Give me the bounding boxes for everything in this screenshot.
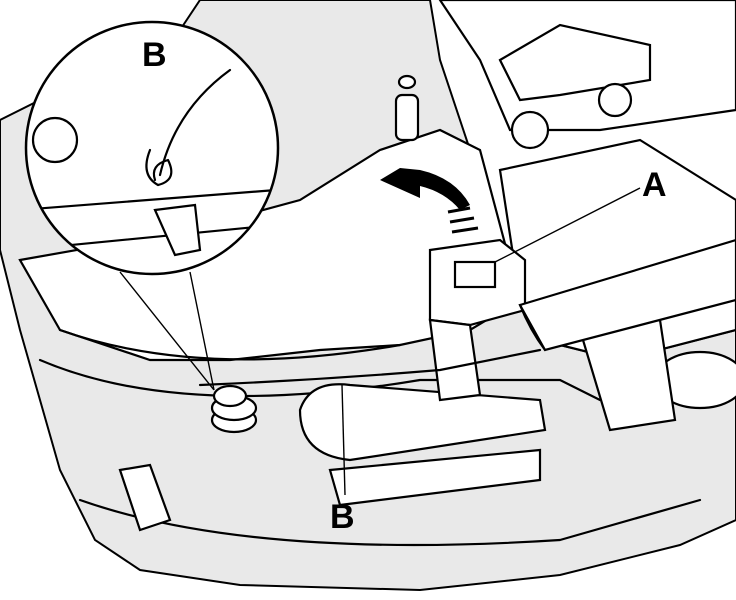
wire bbox=[198, 348, 542, 387]
channel-slot bbox=[298, 383, 547, 462]
detail-callout bbox=[24, 20, 280, 276]
label-b-detail: B bbox=[142, 36, 167, 74]
rotation-arrow-icon bbox=[380, 168, 470, 210]
spring-b bbox=[210, 384, 258, 434]
callout-cone bbox=[119, 271, 215, 391]
leader-b bbox=[341, 384, 346, 496]
screwdriver bbox=[518, 238, 736, 352]
label-a: A bbox=[642, 166, 667, 204]
leader-a bbox=[494, 187, 641, 263]
label-b: B bbox=[330, 498, 355, 536]
